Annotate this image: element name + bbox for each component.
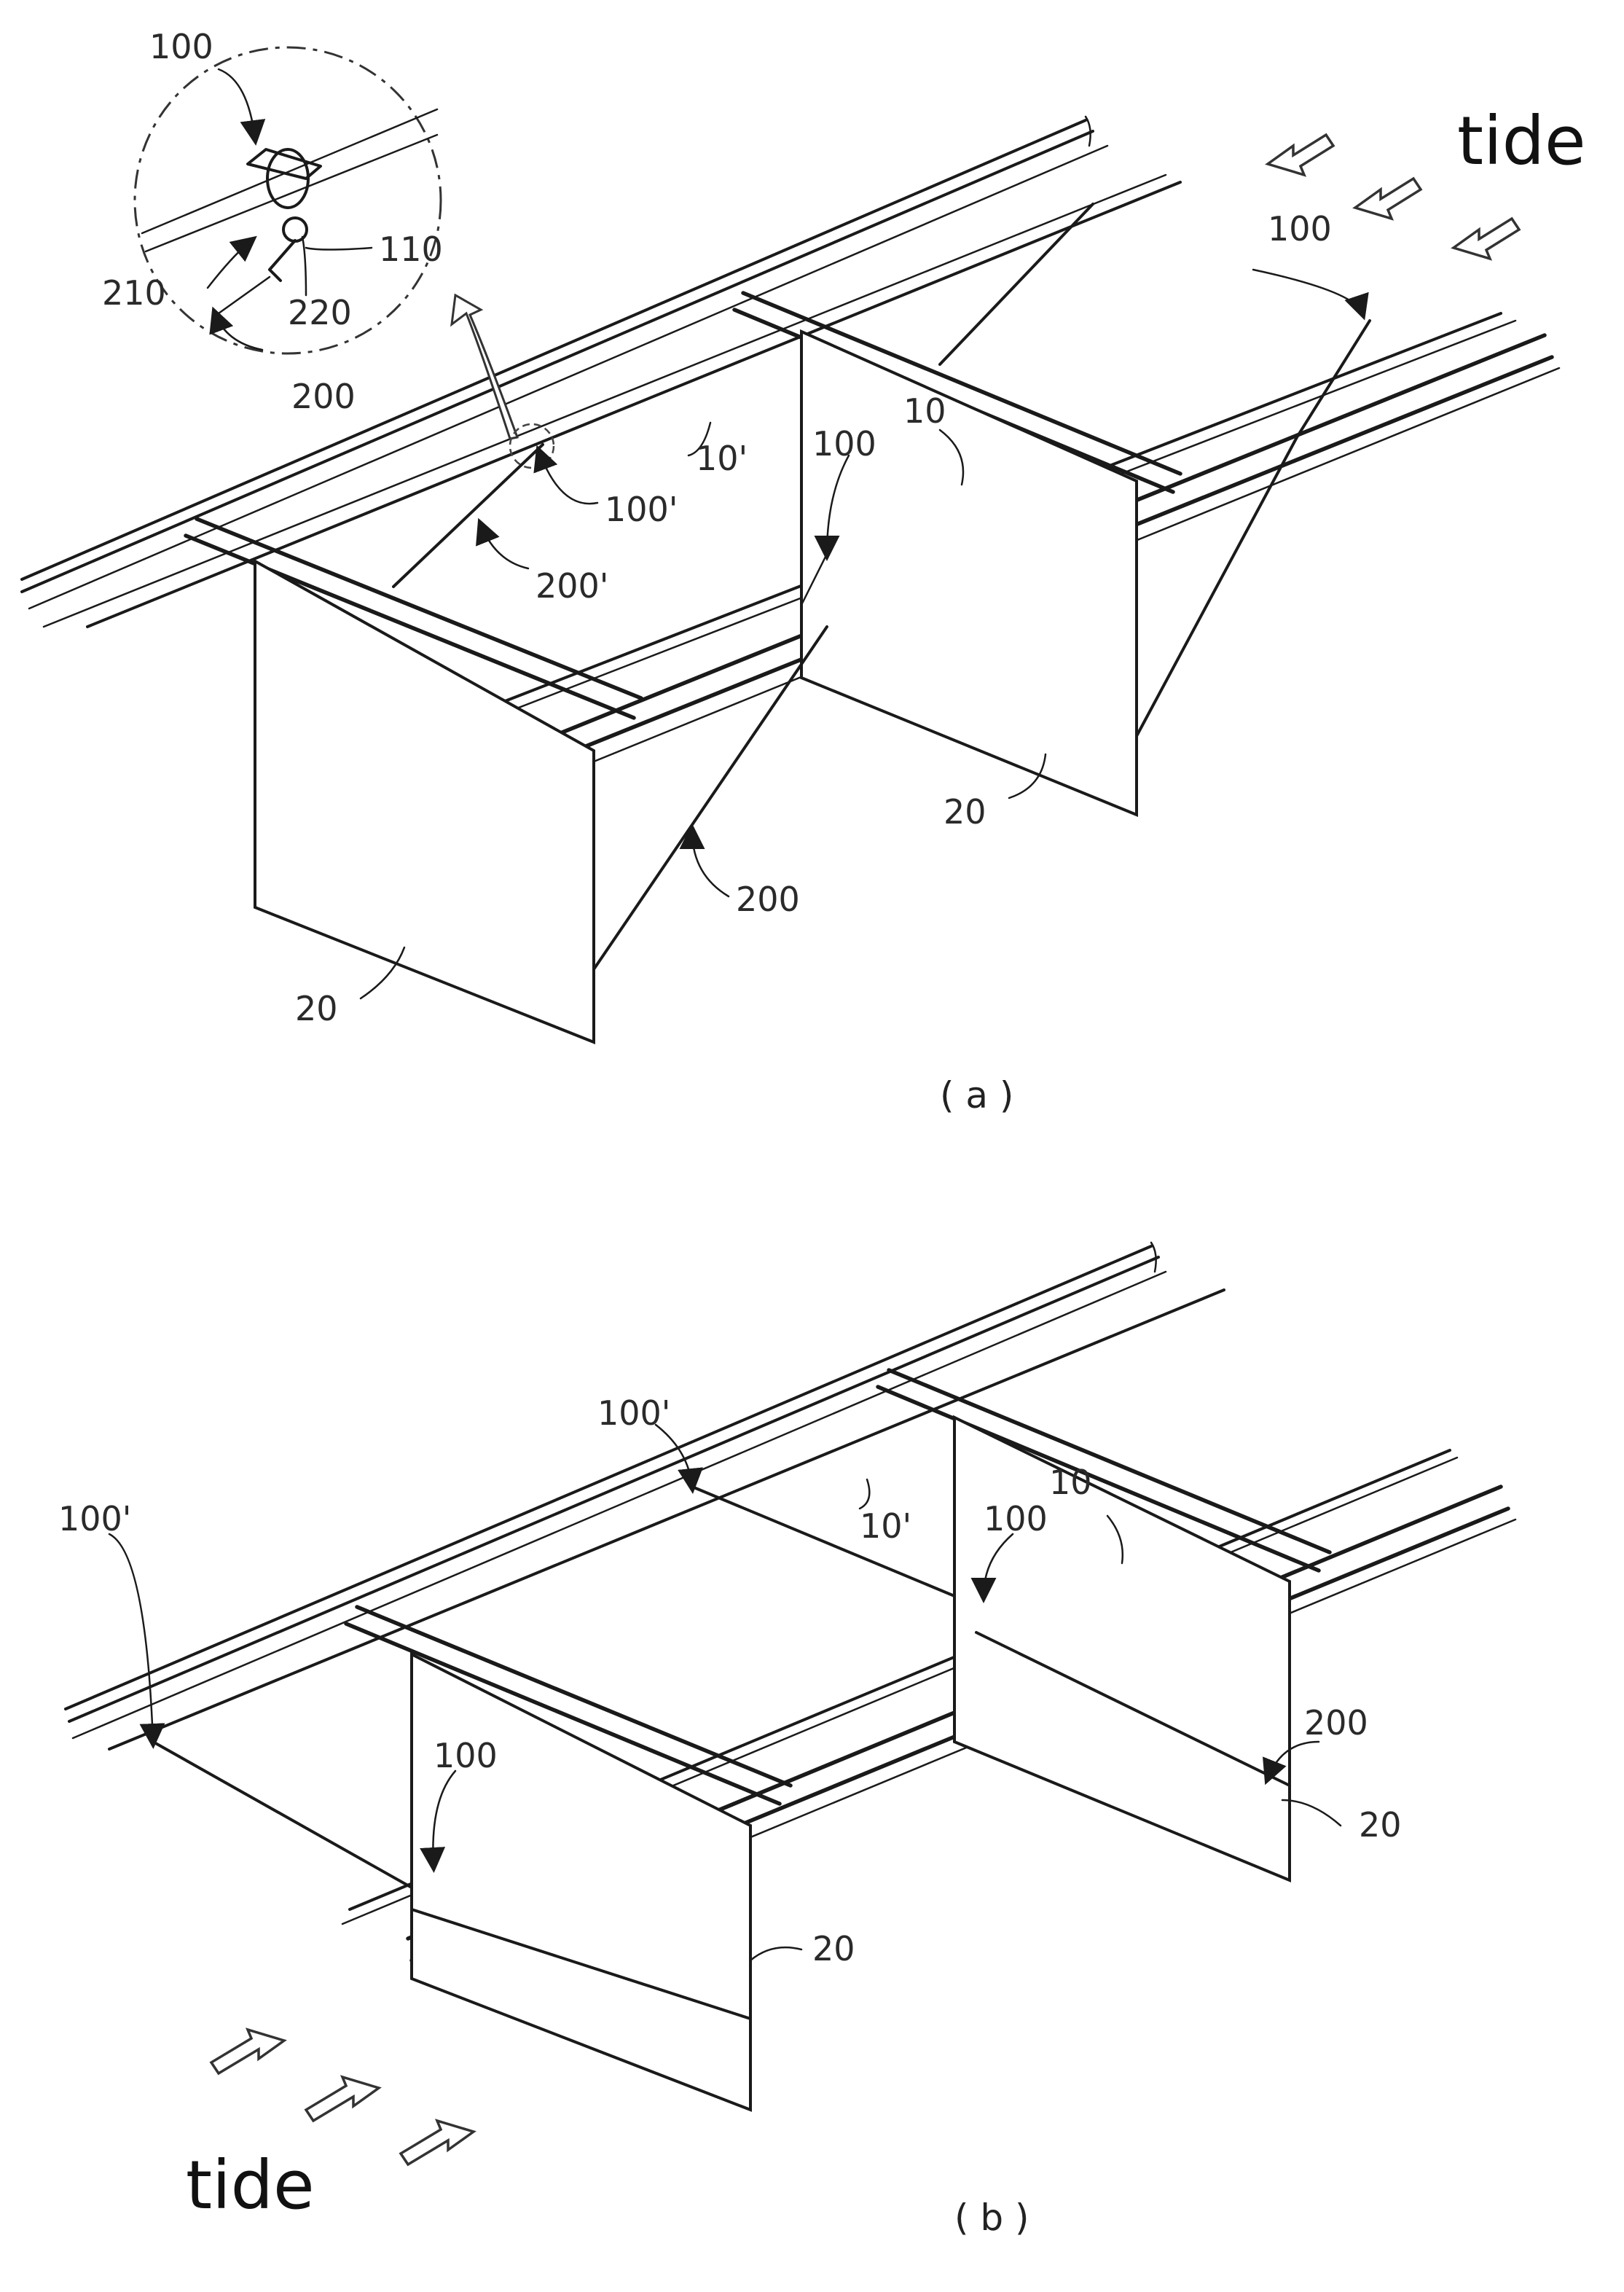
label-rope-10-b: 10 [1049,1463,1092,1502]
label-panel-20-right-a: 20 [944,792,986,832]
label-panel-20-left-b: 20 [812,1929,855,1968]
label-clamp-100-prime-a: 100' [605,490,678,529]
label-detail-200: 200 [291,377,356,416]
label-clamp-100-prime-left-b: 100' [58,1499,131,1538]
label-clamp-100-a: 100 [1268,209,1332,249]
label-clamp-100-left-b: 100 [434,1736,498,1775]
label-rope-200-a: 200 [736,880,800,919]
label-detail-100: 100 [149,27,213,66]
label-detail-210: 210 [102,273,166,313]
figure-a: 100 110 210 220 200 tide 100 10' 100' 20… [20,27,1586,1116]
ropes-200-a [392,203,1371,971]
label-rope-10-a: 10 [903,391,946,431]
tide-label-b: tide [186,2146,315,2224]
label-rope-10-prime-b: 10' [860,1506,911,1546]
label-detail-220: 220 [288,293,352,332]
panel-20-left-a [254,558,595,1044]
caption-b: ( b ) [954,2197,1029,2239]
label-detail-110: 110 [379,230,443,269]
label-rope-10-prime-a: 10' [696,439,748,478]
label-panel-20-right-b: 20 [1359,1805,1402,1845]
tide-arrows-a [1265,133,1521,261]
detail-callout-arrow [450,293,519,440]
panel-20-left-b [410,1651,752,2112]
figure-b: 100' 10' 100 10 100' 100 200 20 20 tide … [58,1241,1517,2239]
caption-a: ( a ) [940,1074,1013,1116]
panel-20-right-b [953,1415,1291,1882]
leaders-a [206,68,1369,1000]
rope-10-prime-b [108,1288,1225,1751]
rope-10-prime-a [86,181,1182,628]
label-rope-200-prime-a: 200' [536,566,608,606]
label-clamp-100-mid-b: 100 [984,1499,1048,1538]
label-rope-200-b: 200 [1304,1703,1368,1743]
detail-circle-a [133,46,442,355]
tide-label-a: tide [1457,102,1586,180]
leaders-b [108,1423,1342,1962]
ropes-200-b [152,1485,1291,2020]
back-rail-a [20,115,1167,628]
tide-arrows-b [209,2027,476,2167]
label-clamp-100-mid-a: 100 [812,424,876,464]
back-rail-b [64,1241,1167,1740]
label-clamp-100-prime-top-b: 100' [597,1393,670,1433]
panel-20-right-a [800,329,1138,817]
label-panel-20-left-a: 20 [295,989,338,1028]
